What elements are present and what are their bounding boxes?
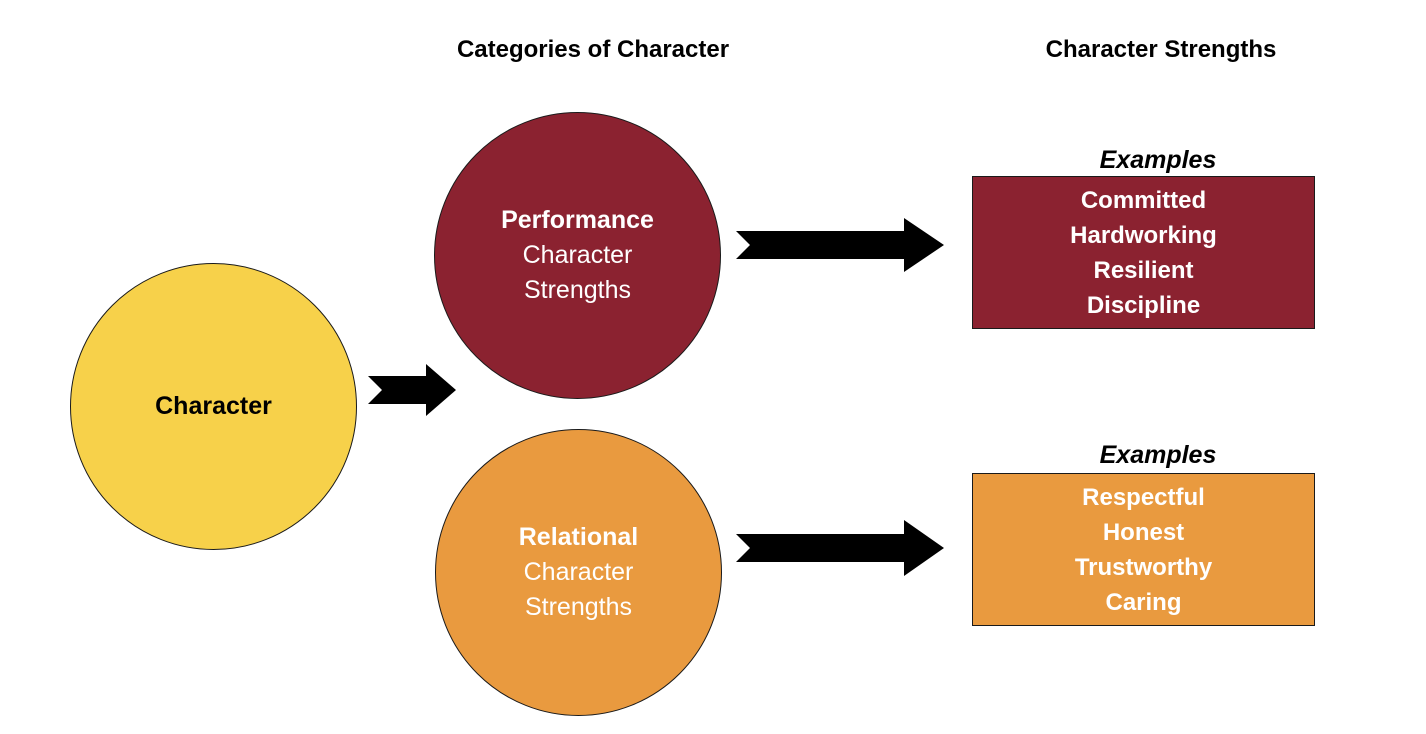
strengths-header: Character Strengths [1045,36,1277,63]
performance-line1: Character [522,241,633,269]
performance-line2: Strengths [523,276,631,304]
performance-examples-box: Committed Hardworking Resilient Discipli… [972,176,1315,329]
example-item: Discipline [1086,291,1201,319]
performance-examples-label: Examples [1099,146,1217,174]
relational-line1: Character [523,558,634,586]
example-item: Committed [1080,186,1207,214]
character-circle: Character [70,263,357,550]
example-item: Honest [1102,518,1185,546]
relational-examples-box: Respectful Honest Trustworthy Caring [972,473,1315,626]
relational-examples-label: Examples [1099,441,1217,469]
example-item: Resilient [1093,256,1194,284]
relational-line2: Strengths [524,593,632,621]
example-item: Trustworthy [1074,553,1213,581]
arrow-right-icon [736,520,944,576]
arrow-right-icon [736,218,944,272]
relational-circle: Relational Character Strengths [435,429,722,716]
performance-circle: Performance Character Strengths [434,112,721,399]
character-label: Character [155,392,272,420]
categories-header: Categories of Character [456,36,730,63]
performance-title: Performance [501,206,654,234]
relational-title: Relational [518,523,639,551]
example-item: Hardworking [1070,221,1217,249]
example-item: Respectful [1082,483,1205,511]
arrow-right-icon [368,364,456,416]
example-item: Caring [1105,588,1182,616]
